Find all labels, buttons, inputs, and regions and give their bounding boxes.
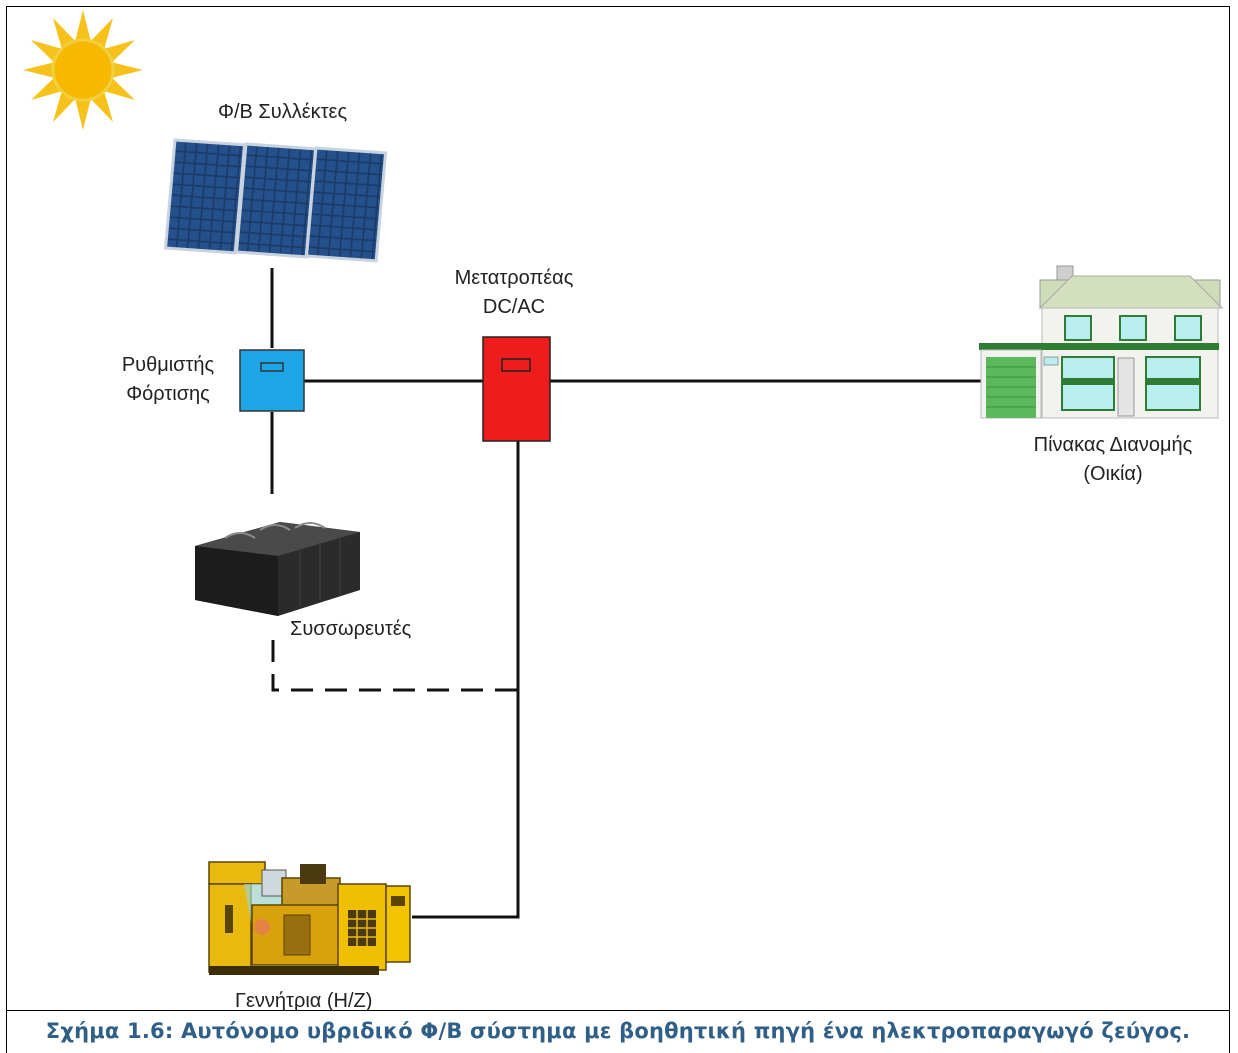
charge-controller-label-line2: Φόρτισης [126,383,210,405]
pv-collectors-label: Φ/Β Συλλέκτες [218,101,348,123]
sun-icon [23,10,143,130]
distribution-panel-label-line2: (Οικία) [1083,463,1143,485]
distribution-panel-label: Πίνακας Διανομής (Οικία) [1010,431,1216,489]
diagram-frame [6,6,1230,1011]
caption-frame [6,1011,1230,1053]
inverter-label-line1: Μετατροπέας [454,267,574,289]
inverter-icon [482,336,551,442]
charge-controller-label-line1: Ρυθμιστής [121,354,215,376]
backup-dashed-line [271,640,517,692]
wiring [270,268,981,919]
charge-controller-label: Ρυθμιστής Φόρτισης [112,351,224,409]
house-icon [979,265,1224,419]
generator-label: Γεννήτρια (Η/Ζ) [235,990,373,1012]
pv-panels-icon [163,138,388,263]
battery-icon [195,522,360,616]
generator-icon [208,861,411,975]
charge-controller-icon [239,349,305,412]
figure-caption: Σχήμα 1.6: Αυτόνομο υβριδικό Φ/Β σύστημα… [45,1019,1191,1043]
system-diagram [23,10,1224,975]
batteries-label: Συσσωρευτές [290,618,412,640]
inverter-label: Μετατροπέας DC/AC [433,264,595,322]
inverter-label-line2: DC/AC [482,296,546,318]
distribution-panel-label-line1: Πίνακας Διανομής [1033,434,1193,456]
